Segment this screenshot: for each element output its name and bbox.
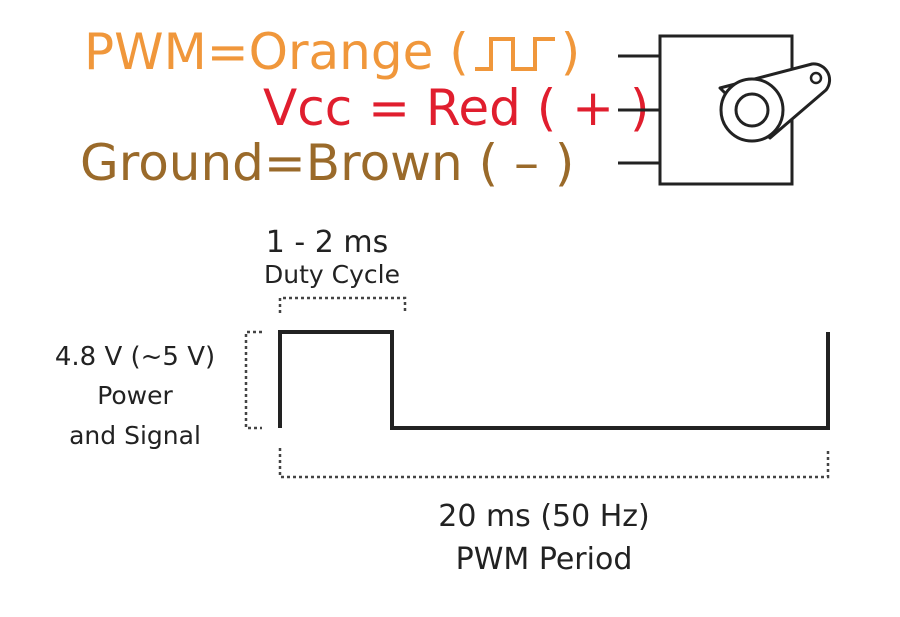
- and-signal-label: and Signal: [69, 421, 201, 450]
- pwm-wire-close: ): [560, 23, 581, 81]
- pwm-waveform: [278, 330, 830, 430]
- period-bracket: [278, 448, 830, 479]
- duty-cycle-label: Duty Cycle: [264, 260, 400, 289]
- vcc-wire-label: Vcc = Red ( + ): [263, 79, 650, 137]
- voltage-label: 4.8 V (~5 V): [54, 342, 216, 372]
- duty-cycle-time-label: 1 - 2 ms: [265, 225, 389, 260]
- duty-cycle-bracket: [278, 296, 407, 313]
- pwm-wire-label: PWM=Orange ( ): [84, 27, 580, 77]
- ground-wire-label: Ground=Brown ( – ): [80, 134, 575, 192]
- power-label: Power: [97, 381, 173, 410]
- pwm-period-label: PWM Period: [455, 542, 633, 577]
- period-time-label: 20 ms (50 Hz): [438, 499, 650, 534]
- pwm-wire-text: PWM=Orange (: [84, 23, 469, 81]
- voltage-bracket: [244, 330, 262, 430]
- servo-horn-icon: [718, 62, 832, 143]
- square-wave-icon: [474, 37, 555, 71]
